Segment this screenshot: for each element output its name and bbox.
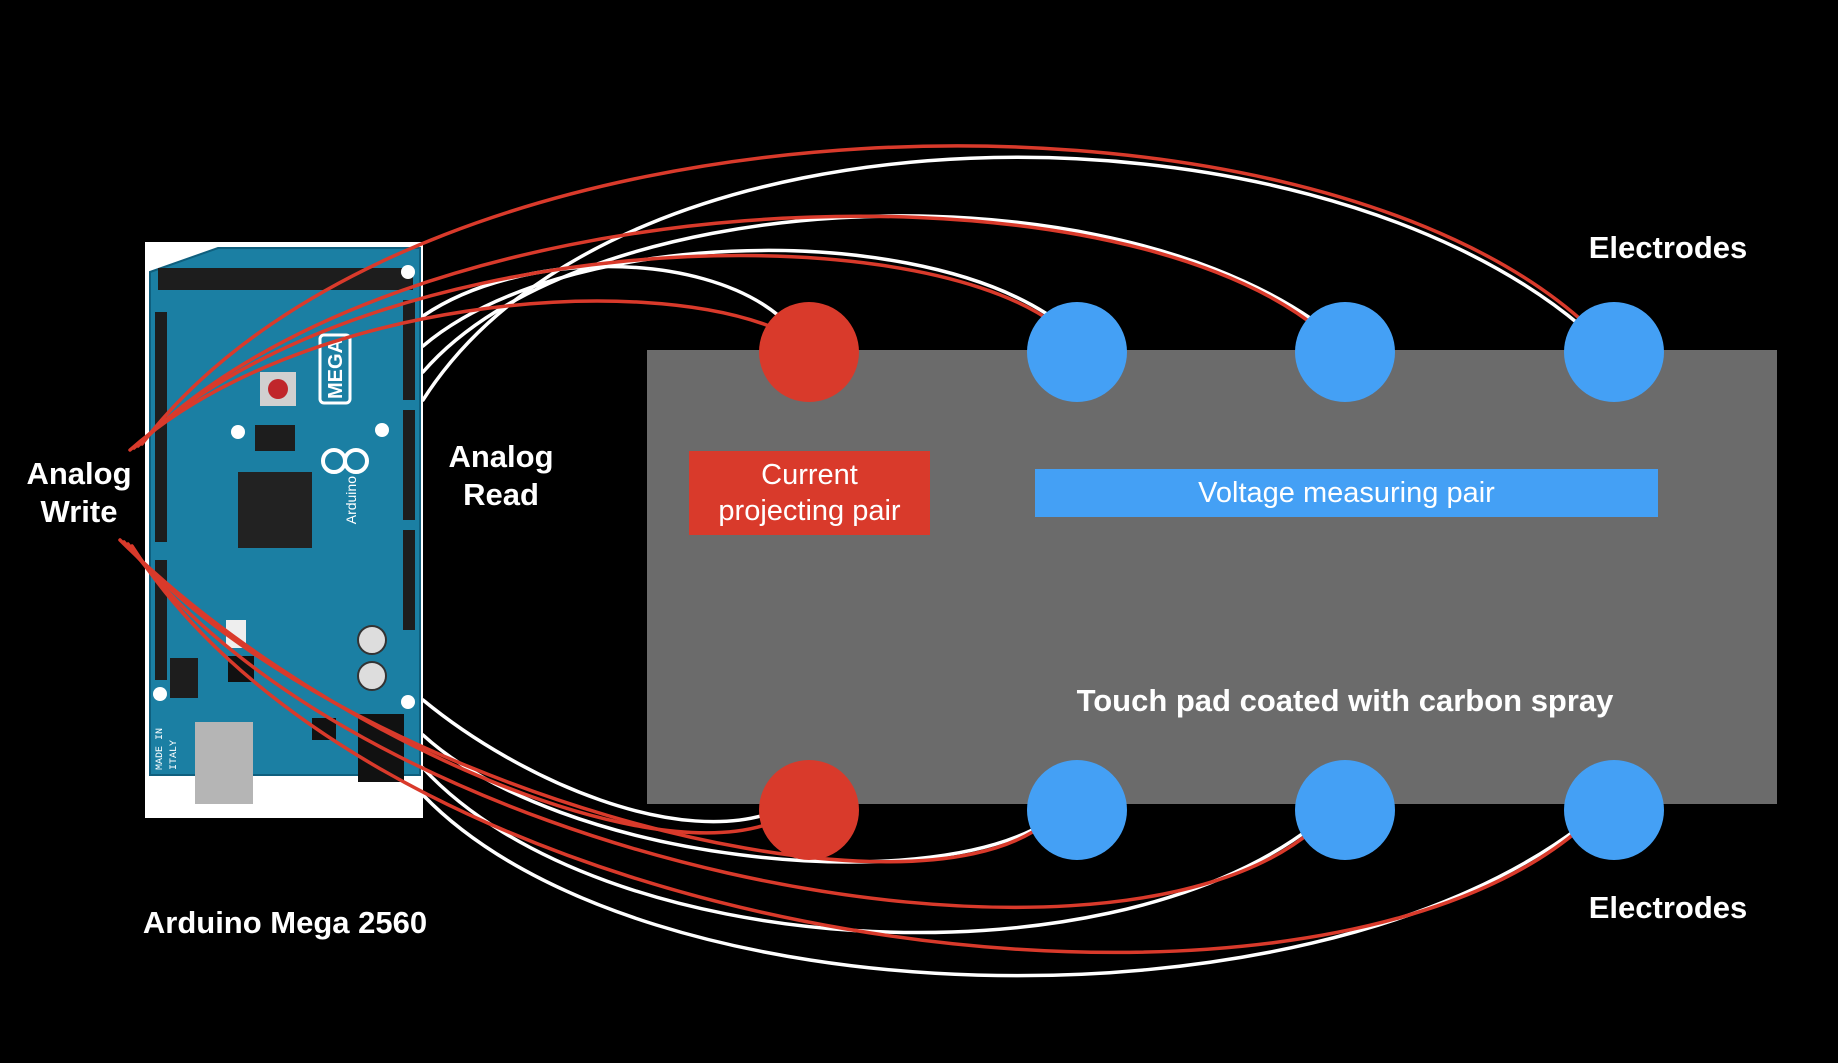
touch-pad xyxy=(647,350,1777,804)
electrode-bottom-4-voltage xyxy=(1564,760,1664,860)
analog-read-line-1: Analog xyxy=(448,439,554,474)
electrode-bottom-1-current xyxy=(759,760,859,860)
touch-pad-label: Touch pad coated with carbon spray xyxy=(1076,683,1614,718)
capacitor xyxy=(357,661,387,691)
usb-port xyxy=(195,722,253,804)
mount-hole xyxy=(153,687,167,701)
red-wire xyxy=(122,540,1049,864)
capacitor xyxy=(357,625,387,655)
mount-hole xyxy=(231,425,245,439)
voltage-pair-label: Voltage measuring pair xyxy=(1198,477,1495,509)
board-brand-text: Arduino xyxy=(343,476,359,524)
wires xyxy=(118,144,1590,978)
current-pair-box xyxy=(689,451,930,535)
electrode-bottom-3-voltage xyxy=(1295,760,1395,860)
regulator xyxy=(312,718,336,740)
analog-read-label: Analog Read xyxy=(436,438,566,514)
red-wire xyxy=(132,253,1057,450)
electrodes-top-label: Electrodes xyxy=(1588,230,1748,265)
electrode-bottom-2-voltage xyxy=(1027,760,1127,860)
mount-hole xyxy=(375,423,389,437)
electrodes-bottom-label: Electrodes xyxy=(1588,890,1748,925)
analog-write-line-2: Write xyxy=(40,494,118,529)
header-right-upper xyxy=(403,300,415,400)
header-top xyxy=(158,268,413,290)
mega-badge xyxy=(318,333,352,405)
red-wire xyxy=(140,144,1590,446)
board-italy-text: ITALY xyxy=(169,740,180,770)
red-wire xyxy=(126,542,1315,910)
current-pair-label: Current projecting pair xyxy=(689,451,930,535)
red-wire xyxy=(118,538,781,835)
electrode-top-2-voltage xyxy=(1027,302,1127,402)
reset-button-cap xyxy=(268,379,288,399)
electrode-top-4-voltage xyxy=(1564,302,1664,402)
red-wire xyxy=(136,214,1322,448)
white-wire xyxy=(421,155,1583,402)
icsp-header xyxy=(255,425,295,451)
mount-hole xyxy=(401,265,415,279)
red-wire xyxy=(128,299,781,452)
header-right-lower xyxy=(403,530,415,630)
mcu-chip xyxy=(238,472,312,548)
analog-write-label: Analog Write xyxy=(14,455,144,531)
board-model-text: MEGA xyxy=(325,339,347,399)
electrode-top-1-current xyxy=(759,302,859,402)
arduino-logo xyxy=(321,448,369,474)
board-made-in-text: MADE IN xyxy=(155,728,166,770)
current-pair-line-2: projecting pair xyxy=(718,495,901,527)
white-wire xyxy=(421,214,1315,374)
electrodes xyxy=(759,302,1664,860)
analog-read-line-2: Read xyxy=(463,477,539,512)
board-name-label: Arduino Mega 2560 xyxy=(142,905,428,940)
electrode-top-3-voltage xyxy=(1295,302,1395,402)
white-wire xyxy=(421,698,781,824)
header-right-mid xyxy=(403,410,415,520)
current-pair-line-1: Current xyxy=(761,459,858,491)
mount-hole xyxy=(401,695,415,709)
analog-write-line-1: Analog xyxy=(26,456,132,491)
white-wire xyxy=(421,248,1049,348)
voltage-pair-box xyxy=(1035,469,1658,517)
red-wire xyxy=(130,544,1583,955)
icsp-header-2 xyxy=(170,658,198,698)
